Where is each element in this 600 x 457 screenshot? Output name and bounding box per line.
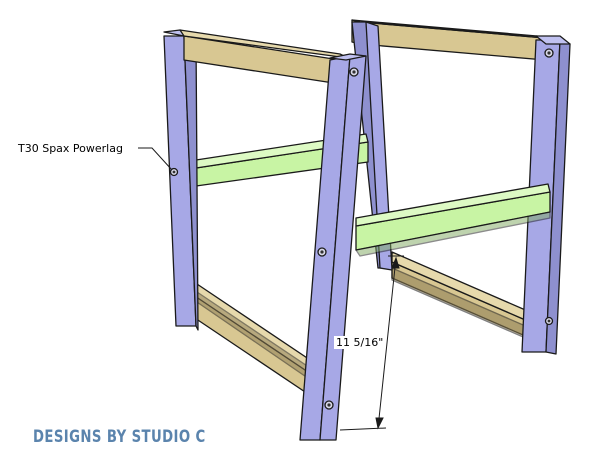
watermark-logo: DESIGNS BY STUDIO C [33, 427, 206, 447]
callout-leader [138, 147, 173, 171]
dimension-line [339, 255, 404, 431]
powerlag-callout-label: T30 Spax Powerlag [18, 142, 123, 155]
right-bottom-rail [391, 251, 531, 341]
front-top-rail [179, 29, 349, 85]
front-right-leg [299, 53, 367, 441]
dimension-label: 11 5/16" [334, 336, 386, 349]
front-left-leg [163, 29, 199, 331]
lower-stretcher [355, 183, 551, 257]
back-top-rail [351, 19, 546, 61]
